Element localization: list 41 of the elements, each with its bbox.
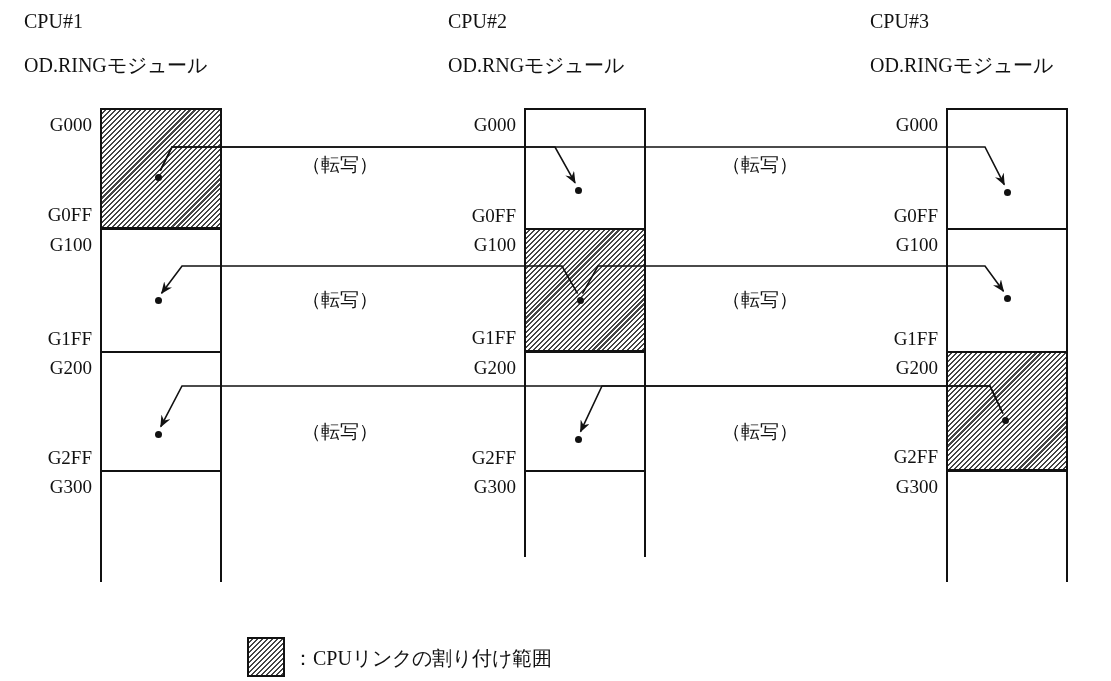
address-label: G0FF xyxy=(893,206,938,226)
address-label: G000 xyxy=(895,115,938,135)
address-label: G100 xyxy=(473,235,516,255)
module-heading: OD.RINGモジュール xyxy=(24,53,207,78)
data-point xyxy=(1003,188,1011,196)
address-label: G300 xyxy=(473,477,516,497)
address-label: G0FF xyxy=(471,206,516,226)
address-label: G200 xyxy=(49,358,92,378)
data-point xyxy=(154,296,162,304)
address-label: G1FF xyxy=(893,329,938,349)
address-label: G200 xyxy=(473,358,516,378)
data-point xyxy=(1001,416,1009,424)
legend-text: ：CPUリンクの割り付け範囲 xyxy=(293,646,552,671)
arrow xyxy=(160,265,579,295)
address-label: G000 xyxy=(49,115,92,135)
address-label: G100 xyxy=(49,235,92,255)
address-label: G100 xyxy=(895,235,938,255)
address-label: G1FF xyxy=(471,328,516,348)
module-heading: OD.RINGモジュール xyxy=(870,53,1053,78)
address-label: G300 xyxy=(895,477,938,497)
address-label: G1FF xyxy=(47,329,92,349)
arrow xyxy=(581,265,1005,295)
module-heading: CPU#3 xyxy=(870,10,929,33)
data-point xyxy=(1003,294,1011,302)
arrow xyxy=(160,385,1004,428)
address-label: G2FF xyxy=(471,448,516,468)
address-label: G0FF xyxy=(47,205,92,225)
arrow xyxy=(159,146,1006,186)
data-point xyxy=(574,186,582,194)
address-label: G300 xyxy=(49,477,92,497)
module-heading: CPU#2 xyxy=(448,10,507,33)
data-point xyxy=(576,296,584,304)
address-label: G2FF xyxy=(47,448,92,468)
data-point xyxy=(154,173,162,181)
address-label: G2FF xyxy=(893,447,938,467)
address-label: G200 xyxy=(895,358,938,378)
data-point xyxy=(154,430,162,438)
module-heading: OD.RNGモジュール xyxy=(448,53,625,78)
module-heading: CPU#1 xyxy=(24,10,83,33)
data-point xyxy=(574,435,582,443)
address-label: G000 xyxy=(473,115,516,135)
